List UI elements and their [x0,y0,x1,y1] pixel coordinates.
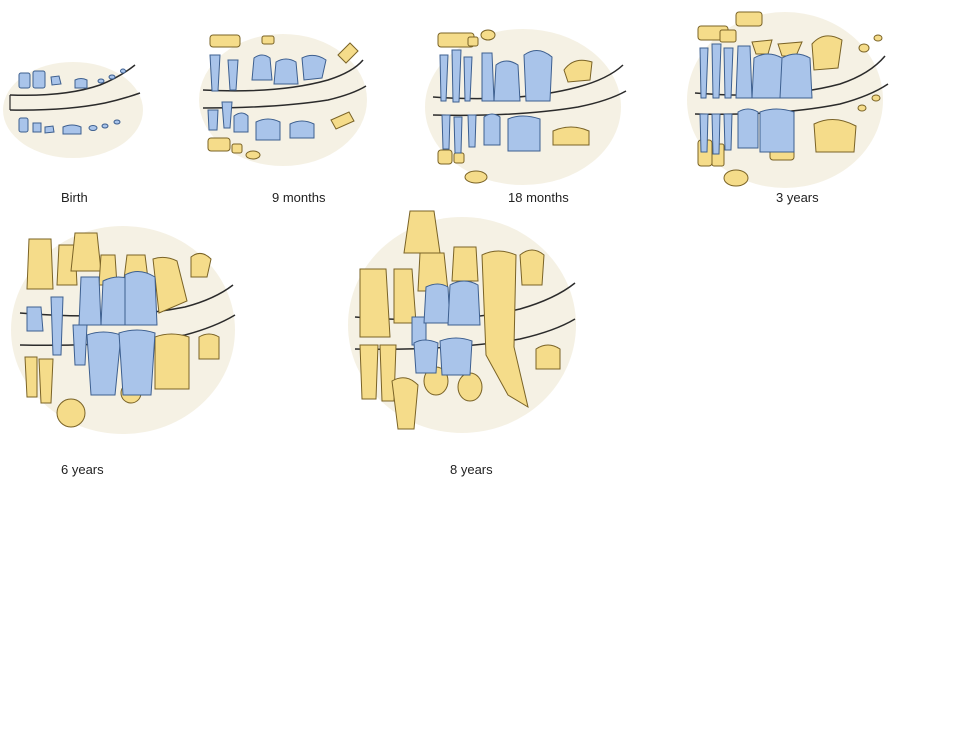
9-months-illustration [199,34,367,166]
3-years-illustration [687,11,889,188]
panel-6-years [11,225,240,435]
panel-3-years [687,8,890,193]
caption-6-years: 6 years [61,462,104,477]
18-months-illustration [425,29,627,185]
caption-9-months: 9 months [272,190,326,205]
8-years-illustration [348,210,576,433]
birth-illustration [3,62,143,158]
caption-3-years: 3 years [776,190,819,205]
6-years-illustration [11,226,236,434]
caption-8-years: 8 years [450,462,493,477]
panel-8-years [348,205,580,437]
caption-birth: Birth [61,190,88,205]
panel-birth [3,55,145,165]
panel-9-months [198,30,368,170]
caption-18-months: 18 months [508,190,569,205]
panel-18-months [425,25,628,190]
